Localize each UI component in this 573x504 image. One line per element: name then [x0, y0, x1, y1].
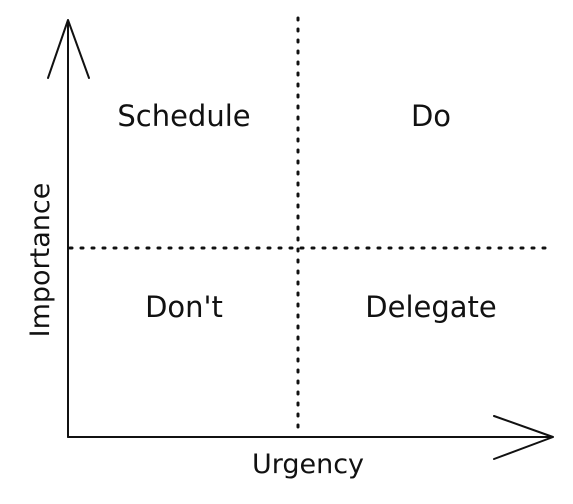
y-axis-arrowhead — [47, 19, 90, 79]
quadrant-label-bottom-left: Don't — [145, 290, 223, 324]
quadrant-label-bottom-right: Delegate — [365, 290, 496, 324]
y-axis — [47, 19, 90, 438]
x-axis — [67, 415, 554, 460]
quadrant-label-top-right: Do — [411, 99, 451, 133]
y-axis-label: Importance — [25, 183, 56, 338]
quadrant-label-top-left: Schedule — [117, 99, 250, 133]
x-axis-label: Urgency — [252, 449, 364, 480]
x-axis-arrowhead — [493, 415, 554, 460]
